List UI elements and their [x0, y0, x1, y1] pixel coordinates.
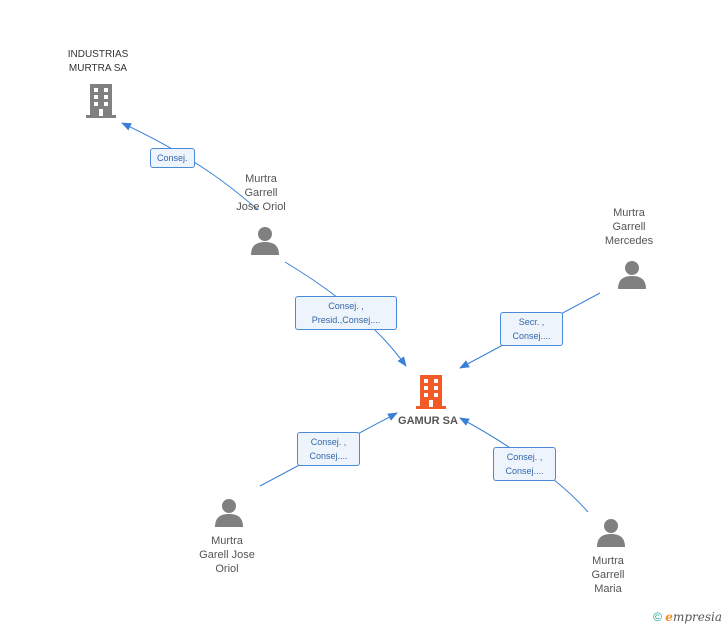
person-icon[interactable]	[596, 518, 626, 548]
building-icon[interactable]	[85, 83, 117, 119]
edge-label-jose-oriol-top[interactable]: Consej. , Presid.,Consej....	[295, 296, 397, 330]
node-label-maria[interactable]: Murtra Garrell Maria	[591, 555, 625, 595]
edge-line-industrias	[121, 122, 259, 211]
brand-logo: empresia	[665, 610, 722, 624]
center-building-icon[interactable]	[415, 374, 447, 410]
copyright-brand: © empresia	[653, 610, 722, 624]
edge-label-maria[interactable]: Consej. , Consej....	[493, 447, 556, 481]
node-label-jose-oriol-top[interactable]: Murtra Garrell Jose Oriol	[236, 173, 286, 213]
person-icon[interactable]	[214, 498, 244, 528]
node-label-jose-oriol-bottom[interactable]: Murtra Garell Jose Oriol	[199, 535, 255, 575]
person-icon[interactable]	[617, 260, 647, 290]
copyright-icon: ©	[653, 610, 662, 624]
edge-label-mercedes[interactable]: Secr. , Consej....	[500, 312, 563, 346]
center-company-name[interactable]: GAMUR SA	[398, 415, 458, 427]
edge-label-industrias[interactable]: Consej.	[150, 148, 195, 168]
node-label-mercedes[interactable]: Murtra Garrell Mercedes	[604, 207, 654, 247]
person-icon[interactable]	[250, 226, 280, 256]
node-label-industrias[interactable]: INDUSTRIAS MURTRA SA	[67, 49, 129, 74]
edge-label-jose-oriol-bottom[interactable]: Consej. , Consej....	[297, 432, 360, 466]
